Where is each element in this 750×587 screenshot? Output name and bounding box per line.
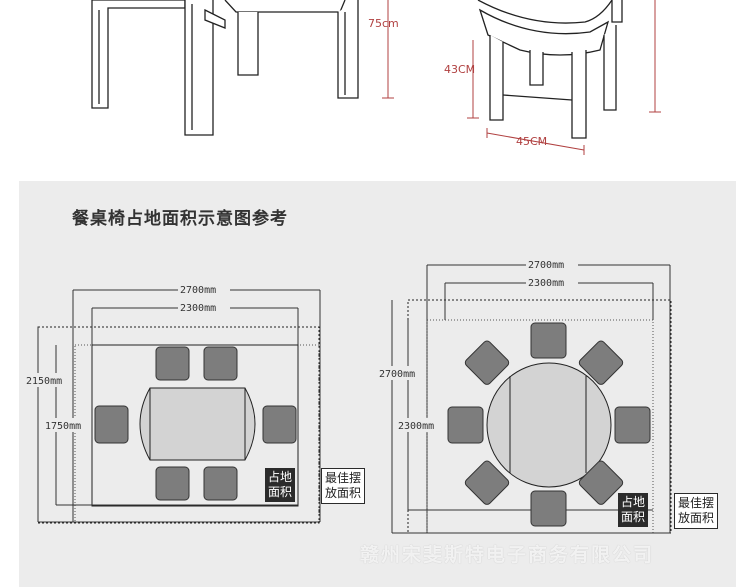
right-table bbox=[486, 362, 612, 488]
chair-sketch bbox=[477, 0, 623, 139]
floor-area-panel bbox=[19, 181, 736, 587]
left-seat-3 bbox=[94, 405, 129, 444]
left-outer-depth-label: 2150mm bbox=[26, 376, 62, 387]
furniture-sketch: 75cm 43CM 45CM bbox=[91, 0, 661, 155]
left-occupy-line-2: 面积 bbox=[268, 485, 293, 499]
left-seat-4 bbox=[262, 405, 297, 444]
left-best-line-1: 最佳摆 bbox=[325, 471, 362, 485]
right-best-label: 最佳摆放面积 bbox=[674, 493, 719, 529]
right-seat-right bbox=[614, 406, 651, 444]
left-seat-1 bbox=[155, 346, 190, 381]
right-seat-left bbox=[447, 406, 484, 444]
right-seat-top bbox=[530, 322, 567, 359]
left-occupy-line-1: 占地 bbox=[268, 470, 293, 484]
right-seat-bottom bbox=[530, 490, 567, 527]
left-inner-depth-label: 1750mm bbox=[45, 421, 81, 432]
right-inner-depth-label: 2300mm bbox=[398, 421, 434, 432]
company-watermark: 赣州宋斐斯特电子商务有限公司 bbox=[360, 544, 655, 566]
right-seat-bottom-left bbox=[464, 460, 510, 505]
right-seat-top-right bbox=[578, 340, 624, 385]
chair-height-dim bbox=[467, 0, 661, 155]
left-seat-6 bbox=[203, 466, 238, 501]
chair-seat-height-label: 43CM bbox=[444, 63, 475, 76]
right-occupy-label: 占地面积 bbox=[618, 493, 649, 527]
right-seat-bottom-right bbox=[578, 460, 624, 505]
right-occupy-line-1: 占地 bbox=[621, 495, 646, 509]
top-illustration bbox=[0, 0, 750, 170]
chair-width-label: 45CM bbox=[516, 135, 547, 148]
right-best-line-2: 放面积 bbox=[678, 511, 715, 525]
table-height-label: 75cm bbox=[368, 17, 399, 30]
left-seat-2 bbox=[203, 346, 238, 381]
right-plan: 2700mm 2300mm 2700mm 2300mm bbox=[378, 259, 672, 534]
right-seat-top-left bbox=[464, 340, 510, 385]
right-occupy-line-2: 面积 bbox=[621, 510, 646, 524]
left-occupy-label: 占地面积 bbox=[265, 468, 296, 502]
left-outer-width-label: 2700mm bbox=[180, 285, 216, 296]
left-plan: 2700mm 2300mm 2150mm 1750mm bbox=[25, 284, 321, 524]
left-best-line-2: 放面积 bbox=[325, 486, 362, 500]
table-height-dim bbox=[382, 0, 394, 99]
right-best-line-1: 最佳摆 bbox=[678, 496, 715, 510]
table-sketch bbox=[91, 0, 359, 136]
left-outer-width-label-bg bbox=[178, 284, 230, 296]
left-table bbox=[139, 387, 256, 461]
left-inner-width-label: 2300mm bbox=[180, 303, 216, 314]
panel-title: 餐桌椅占地面积示意图参考 bbox=[72, 209, 288, 229]
right-outer-width-label: 2700mm bbox=[528, 260, 564, 271]
left-seat-5 bbox=[155, 466, 190, 501]
right-outer-depth-label: 2700mm bbox=[379, 369, 415, 380]
left-best-label: 最佳摆放面积 bbox=[321, 468, 366, 504]
right-inner-width-label: 2300mm bbox=[528, 278, 564, 289]
